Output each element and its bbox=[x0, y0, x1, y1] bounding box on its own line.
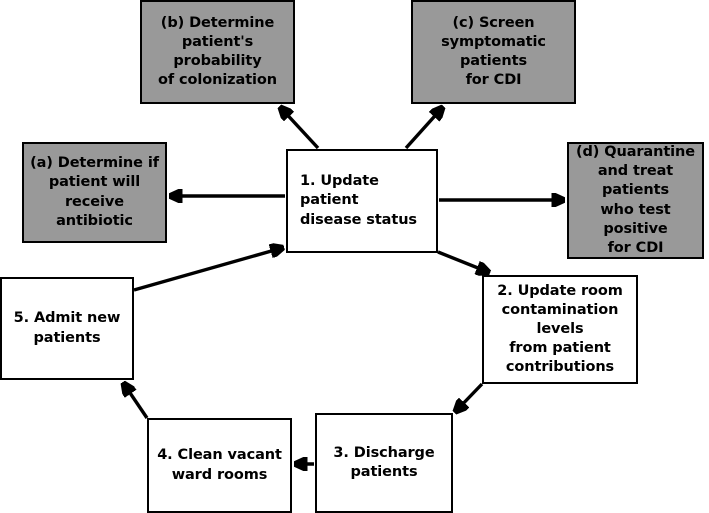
node-substep-b-label: (b) Determine patient's probability of c… bbox=[157, 14, 277, 89]
node-substep-c[interactable]: (c) Screen symptomatic patients for CDI bbox=[411, 0, 576, 104]
node-step-4[interactable]: 4. Clean vacant ward rooms bbox=[147, 418, 292, 513]
edge-step5-to-step1 bbox=[133, 248, 282, 292]
node-step-2[interactable]: 2. Update room contamination levels from… bbox=[482, 275, 638, 384]
edge-step4-to-step5 bbox=[124, 384, 149, 419]
node-step-1-label: 1. Update patient disease status bbox=[300, 173, 417, 228]
node-step-3-label: 3. Discharge patients bbox=[333, 444, 435, 480]
edge-step2-to-step3 bbox=[456, 382, 484, 411]
node-substep-d-label: (d) Quarantine and treat patients who te… bbox=[575, 144, 696, 256]
node-step-2-label: 2. Update room contamination levels from… bbox=[497, 282, 623, 376]
edge-step1-to-step2 bbox=[437, 250, 488, 272]
node-substep-a[interactable]: (a) Determine if patient will receive an… bbox=[22, 142, 167, 243]
node-step-4-label: 4. Clean vacant ward rooms bbox=[157, 447, 282, 483]
node-step-5[interactable]: 5. Admit new patients bbox=[0, 277, 134, 380]
node-substep-b[interactable]: (b) Determine patient's probability of c… bbox=[140, 0, 295, 104]
node-step-1[interactable]: 1. Update patient disease status bbox=[286, 149, 438, 253]
edge-step1-to-b bbox=[281, 108, 320, 150]
edge-step1-to-c bbox=[404, 108, 442, 150]
node-substep-a-label: (a) Determine if patient will receive an… bbox=[30, 155, 159, 229]
node-step-3[interactable]: 3. Discharge patients bbox=[315, 413, 453, 513]
node-step-5-label: 5. Admit new patients bbox=[13, 310, 121, 346]
node-substep-d[interactable]: (d) Quarantine and treat patients who te… bbox=[567, 142, 704, 259]
node-substep-c-label: (c) Screen symptomatic patients for CDI bbox=[441, 14, 546, 89]
